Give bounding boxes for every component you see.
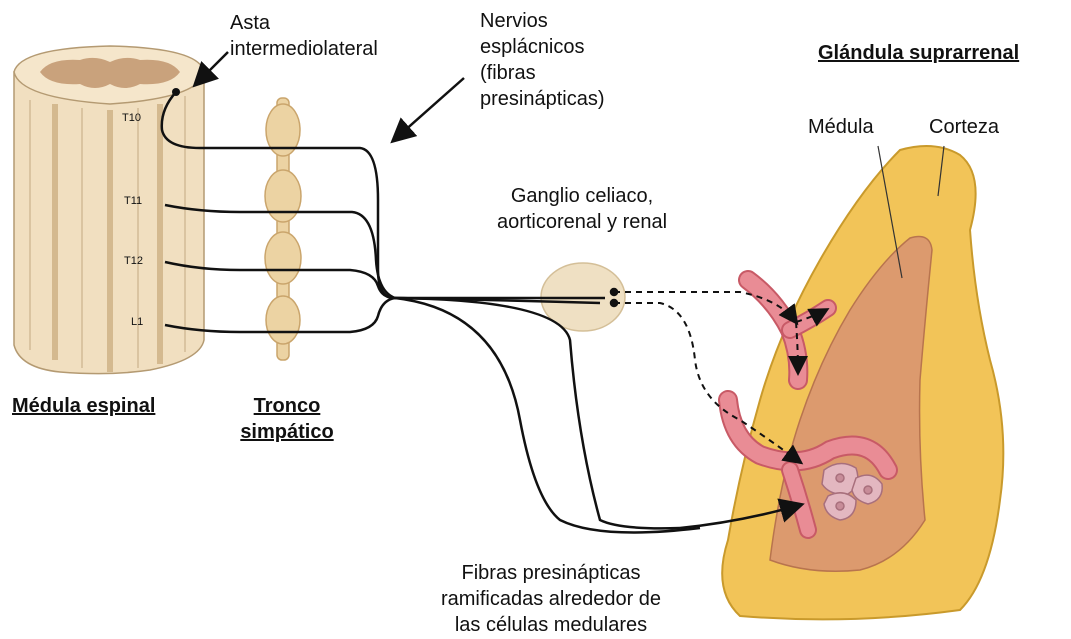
label-tronco-line2: simpático — [232, 419, 342, 445]
adrenal-gland — [722, 146, 1003, 619]
segment-label-t12: T12 — [124, 255, 143, 267]
label-tronco-line1: Tronco — [232, 393, 342, 419]
splanchnic-nerves — [162, 92, 800, 533]
label-tronco-simpatico: Tronco simpático — [232, 393, 342, 445]
segment-label-l1: L1 — [131, 316, 143, 328]
label-fibras-presinapticas: Fibras presinápticas ramificadas alreded… — [404, 560, 698, 638]
label-ganglio-line2: aorticorenal y renal — [474, 209, 690, 235]
label-fibras-line1: Fibras presinápticas — [404, 560, 698, 586]
label-nervios-line2: esplácnicos — [480, 34, 605, 60]
label-glandula-suprarrenal: Glándula suprarrenal — [818, 40, 1019, 66]
label-corteza: Corteza — [929, 114, 999, 140]
label-nervios-line3: (fibras — [480, 60, 605, 86]
label-ganglio: Ganglio celiaco, aorticorenal y renal — [474, 183, 690, 235]
label-fibras-line2: ramificadas alrededor de — [404, 586, 698, 612]
segment-label-t11: T11 — [124, 195, 142, 207]
label-ganglio-line1: Ganglio celiaco, — [474, 183, 690, 209]
label-nervios-line4: presinápticas) — [480, 86, 605, 112]
label-asta-intermediolateral: Asta intermediolateral — [230, 10, 378, 62]
spinal-cord — [14, 46, 204, 374]
label-asta-line1: Asta — [230, 10, 378, 36]
label-nervios-esplacnicos: Nervios esplácnicos (fibras presináptica… — [480, 8, 605, 112]
label-medula-espinal: Médula espinal — [12, 393, 155, 419]
segment-label-t10: T10 — [122, 112, 141, 124]
sympathetic-trunk — [265, 98, 301, 360]
label-fibras-line3: las células medulares — [404, 612, 698, 638]
pointer-arrows — [196, 52, 464, 140]
label-medula: Médula — [808, 114, 874, 140]
label-asta-line2: intermediolateral — [230, 36, 378, 62]
label-nervios-line1: Nervios — [480, 8, 605, 34]
